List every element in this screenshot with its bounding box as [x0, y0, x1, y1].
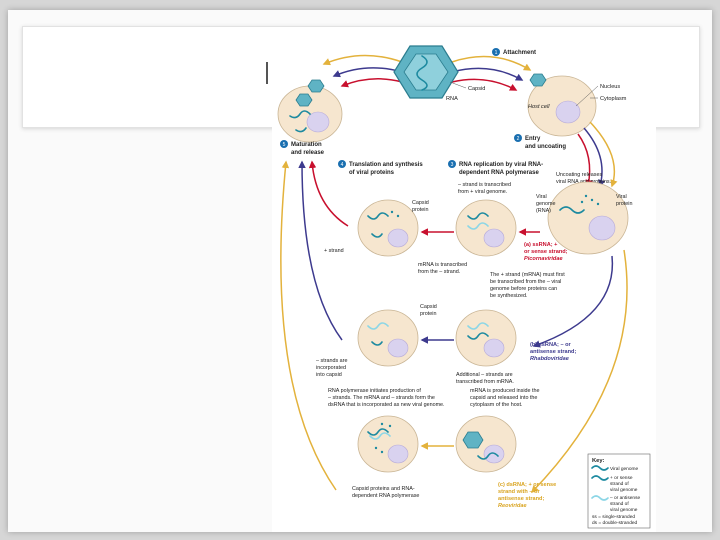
sense-b-2: antisense strand; [530, 349, 576, 355]
polymerase-note-2: – strands. The mRNA and – strands form t… [328, 395, 435, 401]
text-cursor [266, 62, 268, 84]
mrna-produced-note-2: capsid and released into the [470, 395, 537, 401]
capsid-protein-b-1: Capsid [420, 304, 437, 310]
host-cell-label: Host cell [528, 104, 550, 110]
capsid-protein-a-1: Capsid [412, 200, 429, 206]
plus-strand-note-3: genome before proteins can [490, 286, 557, 292]
key-ds: ds = double-stranded [592, 520, 638, 526]
cell-a-translation [357, 199, 419, 257]
step-2-label-2: and uncoating [525, 144, 566, 150]
mrna-tx-note-1: mRNA is transcribed [418, 262, 467, 268]
key-minus-3: viral genome [610, 507, 638, 513]
sense-c-2: strand with – or [498, 489, 540, 495]
step-3-label-2: dependent RNA polymerase [459, 170, 539, 176]
plus-strand-label: + strand [324, 248, 344, 254]
step-5: 5 Maturation and release [280, 140, 325, 156]
capsid-protein-a-2: protein [412, 207, 428, 213]
viral-protein-label-2: protein [616, 201, 632, 207]
step-1-label: Attachment [503, 50, 536, 56]
key-minus-2: strand of [610, 501, 629, 507]
sense-c-1: (c) dsRNA; + or sense [498, 482, 556, 488]
cytoplasm-label: Cytoplasm [600, 96, 627, 102]
viral-protein-label-1: Viral [616, 194, 627, 200]
additional-note-2: transcribed from mRNA. [456, 379, 514, 385]
capsid-protein-b-2: protein [420, 311, 436, 317]
step-4-label-1: Translation and synthesis [349, 162, 423, 168]
polymerase-note-1: RNA polymerase initiates production of [328, 388, 421, 394]
incorporated-note-3: into capsid [316, 372, 342, 378]
sense-b-1: (b) ssRNA; – or [530, 342, 572, 348]
rna-label: RNA [446, 96, 458, 102]
sense-b-3: Rhabdoviridae [530, 356, 569, 362]
cell-maturation [277, 79, 343, 143]
polymerase-note-3: dsRNA that is incorporated as new viral … [328, 402, 445, 408]
step-3: 3 RNA replication by viral RNA- dependen… [448, 160, 543, 176]
top-cycle-arrows [322, 54, 532, 91]
plus-strand-note-1: The + strand (mRNA) must first [490, 272, 565, 278]
cell-host [527, 73, 597, 137]
mrna-produced-note-3: cytoplasm of the host. [470, 402, 522, 408]
cell-c-replication [455, 415, 517, 473]
step-1: 1 Attachment [492, 48, 536, 56]
nucleus-label: Nucleus [600, 84, 620, 90]
step-5-label-2: and release [291, 150, 325, 156]
uncoating-note-1: Uncoating releases [556, 172, 602, 178]
incorporated-note-1: – strands are [316, 358, 347, 364]
mrna-tx-note-2: from the – strand. [418, 269, 460, 275]
incorporated-note-2: incorporated [316, 365, 346, 371]
capsid-proteins-note-1: Capsid proteins and RNA- [352, 486, 415, 492]
capsid-proteins-note-2: dependent RNA polymerase [352, 493, 419, 499]
step-4-label-2: of viral proteins [349, 170, 395, 176]
sense-a-2: or sense strand; [524, 249, 568, 255]
cell-a-replication [455, 199, 517, 257]
sense-c-4: Reoviridae [498, 503, 527, 509]
capsid-label: Capsid [468, 86, 485, 92]
virion-icon [393, 45, 459, 99]
step-4: 4 Translation and synthesis of viral pro… [338, 160, 423, 176]
strand-tx-note-2: from + viral genome. [458, 189, 507, 195]
svg-text:4: 4 [341, 162, 344, 168]
svg-text:5: 5 [283, 142, 286, 148]
strand-tx-note-1: – strand is transcribed [458, 182, 511, 188]
key-plus-1: + or sense [610, 475, 633, 481]
cell-uncoated [547, 181, 629, 255]
outer-arrows [280, 121, 628, 494]
step-3-label-1: RNA replication by viral RNA- [459, 162, 543, 168]
key-viral-genome: Viral genome [610, 466, 639, 472]
viral-genome-label-3: (RNA) [536, 208, 551, 214]
viral-genome-label-1: Viral [536, 194, 547, 200]
svg-text:1: 1 [495, 50, 498, 56]
key-plus-3: viral genome [610, 487, 638, 493]
svg-text:3: 3 [451, 162, 454, 168]
step-2-label-1: Entry [525, 136, 541, 142]
svg-text:2: 2 [517, 136, 520, 142]
sense-a-3: Picornaviridae [524, 256, 563, 262]
additional-note-1: Additional – strands are [456, 372, 513, 378]
key-title: Key: [592, 458, 605, 464]
mrna-produced-note-1: mRNA is produced inside the [470, 388, 540, 394]
sense-a-1: (a) ssRNA; + [524, 242, 558, 248]
plus-strand-note-2: be transcribed from the – viral [490, 279, 561, 285]
cell-b-translation [357, 309, 419, 367]
cell-c-translation [357, 415, 419, 473]
sense-c-3: antisense strand; [498, 496, 544, 502]
key-ss: ss = single-stranded [592, 514, 635, 520]
virus-replication-diagram: Capsid RNA Host cell Nucleus Cytoplasm 1… [272, 36, 656, 532]
plus-strand-note-4: be synthesized. [490, 293, 527, 299]
step-2: 2 Entry and uncoating [514, 134, 566, 150]
step-5-label-1: Maturation [291, 142, 322, 148]
key-minus-1: – or antisense [610, 495, 640, 501]
legend-key: Key: Viral genome + or sense strand of v… [587, 453, 651, 529]
key-plus-2: strand of [610, 481, 629, 487]
viral-genome-label-2: genome [536, 201, 555, 207]
cell-b-replication [455, 309, 517, 367]
